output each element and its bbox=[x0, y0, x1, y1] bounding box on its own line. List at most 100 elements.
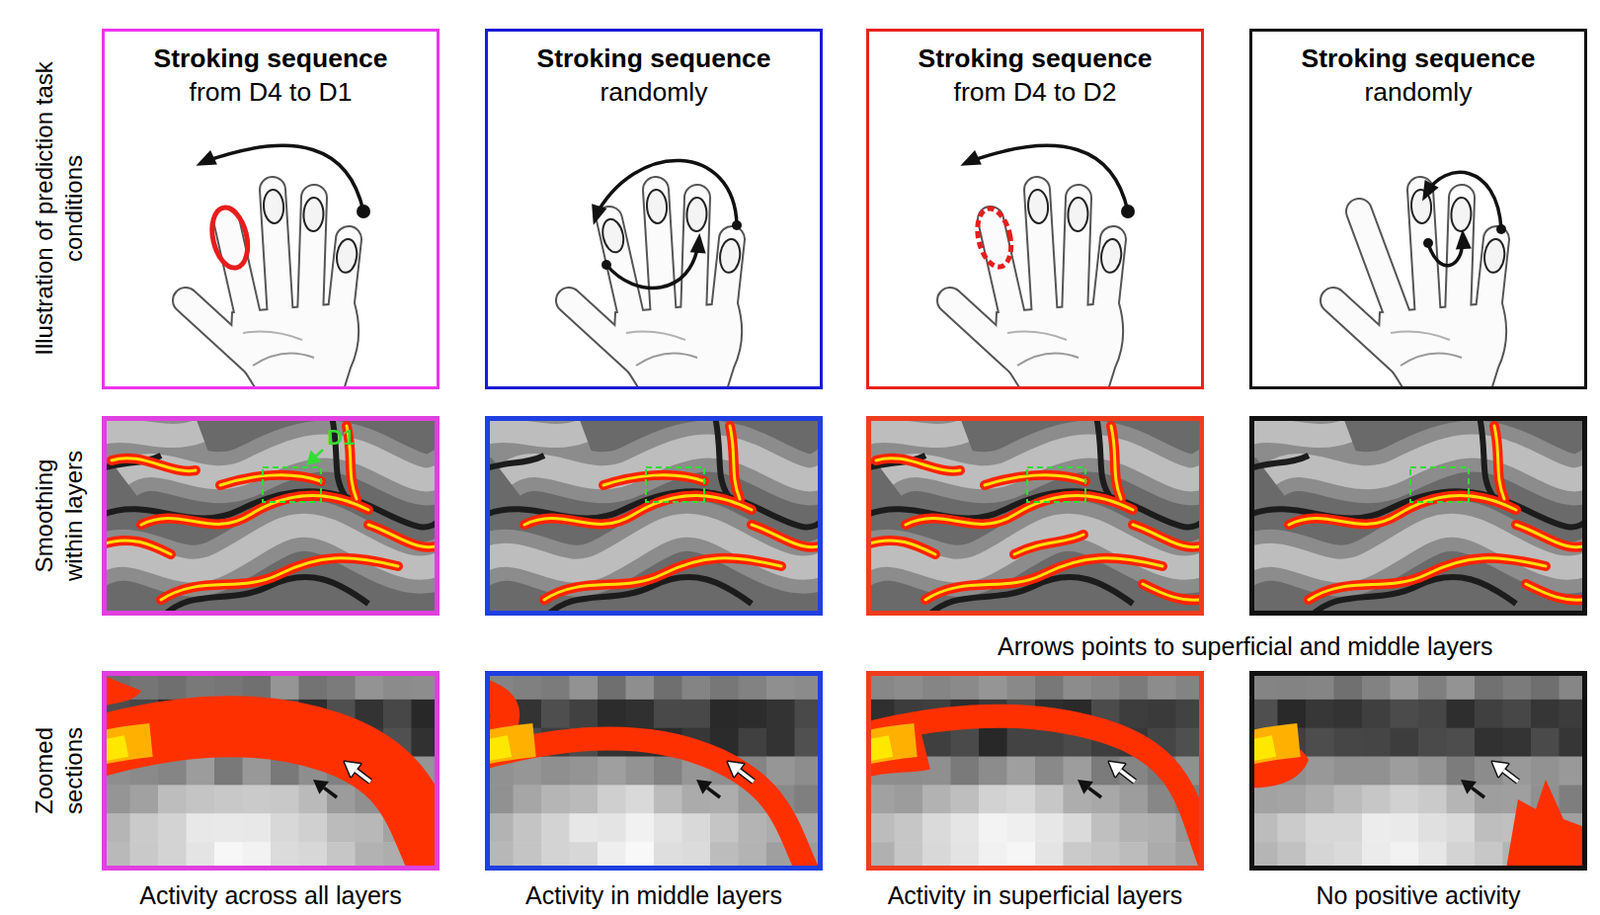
fingertip-stimulator bbox=[599, 217, 627, 255]
pointer-arrowhead bbox=[344, 761, 361, 777]
fingertip-stimulator bbox=[334, 238, 359, 274]
panel-caption: No positive activity bbox=[1229, 879, 1600, 912]
hand-illustration bbox=[568, 188, 742, 387]
panel-frame bbox=[487, 673, 821, 869]
stroke-path bbox=[967, 145, 1128, 212]
annotation-note: Arrows points to superficial and middle … bbox=[997, 631, 1494, 662]
panel-frame bbox=[869, 418, 1202, 614]
palm-crease bbox=[636, 353, 698, 367]
pointer-arrow bbox=[1120, 770, 1135, 782]
pointer-arrow bbox=[738, 770, 754, 782]
zoom-panel: Activity across all layers bbox=[101, 670, 440, 908]
pointer-arrowhead bbox=[727, 761, 744, 777]
panel-caption: Activity across all layers bbox=[81, 879, 460, 912]
pointer-arrow bbox=[1471, 787, 1485, 798]
palm-crease bbox=[1017, 353, 1079, 367]
zoomed-mri bbox=[1249, 670, 1588, 871]
fingertip-stimulator bbox=[1067, 197, 1089, 233]
row-label: Smoothing within layers bbox=[29, 431, 89, 600]
stroke-path bbox=[606, 242, 699, 288]
stroke-arrowhead bbox=[960, 150, 982, 166]
palm bbox=[1378, 303, 1506, 387]
stroke-sequence bbox=[195, 145, 371, 219]
fingertip-stimulator bbox=[1099, 238, 1123, 274]
zoom-figure bbox=[101, 670, 440, 871]
box-heading: Stroking sequence bbox=[1252, 41, 1585, 76]
stroke-path bbox=[594, 160, 737, 226]
panel-frame bbox=[487, 418, 821, 614]
condition-box: Stroking sequencerandomly bbox=[1249, 28, 1588, 390]
mri-panel bbox=[856, 410, 1222, 619]
box-heading: Stroking sequence bbox=[104, 41, 437, 76]
fingertip-stimulator bbox=[1450, 197, 1472, 233]
stroke-path bbox=[203, 145, 364, 212]
pointer-arrow bbox=[707, 787, 720, 798]
pointer-arrowhead bbox=[1077, 779, 1094, 795]
row-label: Illustration of prediction task conditio… bbox=[29, 60, 89, 357]
stroke-arrowhead bbox=[1422, 179, 1440, 201]
fingertip-stimulator bbox=[262, 188, 285, 224]
arrow-outline bbox=[355, 770, 371, 782]
condition-box: Stroking sequencefrom D4 to D1 bbox=[101, 28, 440, 390]
hand-illustration bbox=[950, 188, 1123, 387]
stroke-arrowhead bbox=[1455, 229, 1472, 249]
condition-box: Stroking sequencerandomly bbox=[484, 28, 823, 390]
hand-outline bbox=[231, 303, 358, 387]
box-heading: Stroking sequence bbox=[487, 41, 820, 76]
box-subheading: from D4 to D1 bbox=[104, 75, 437, 109]
fingertip-stimulator bbox=[645, 188, 668, 224]
zoomed-mri bbox=[866, 670, 1204, 871]
palm-crease bbox=[1400, 353, 1462, 367]
panel-frame bbox=[1252, 418, 1586, 614]
stroke-sequence bbox=[1422, 171, 1507, 265]
stroke-sequence bbox=[960, 145, 1135, 219]
target-ellipse bbox=[206, 204, 253, 272]
panel-frame bbox=[104, 418, 438, 614]
panel-caption: Activity in superficial layers bbox=[846, 879, 1224, 912]
palm-crease bbox=[242, 331, 303, 340]
stroke-sequence bbox=[591, 160, 742, 288]
box-subheading: randomly bbox=[487, 75, 820, 109]
zoom-panel: No positive activity bbox=[1249, 670, 1588, 908]
hand-outline bbox=[995, 303, 1122, 387]
palm-crease bbox=[1007, 331, 1067, 340]
zoom-figure bbox=[1249, 670, 1588, 871]
panel-frame bbox=[869, 673, 1202, 869]
zoom-figure bbox=[484, 670, 823, 871]
palm-crease bbox=[626, 331, 686, 340]
zoom-panel: Activity in middle layers bbox=[484, 670, 823, 908]
pointer-arrow bbox=[316, 449, 323, 456]
condition-box: Stroking sequencefrom D4 to D2 bbox=[866, 28, 1204, 390]
pointer-arrowhead bbox=[313, 779, 329, 795]
pointer-arrowhead bbox=[1109, 761, 1125, 777]
pointer-arrowhead bbox=[306, 450, 322, 466]
zoom-panel: Activity in superficial layers bbox=[866, 670, 1204, 908]
digit-label: D1 bbox=[326, 423, 355, 452]
stroke-path bbox=[1426, 171, 1502, 230]
pointer-arrow bbox=[323, 787, 337, 798]
pointer-arrow bbox=[1503, 770, 1519, 782]
arrow-outline bbox=[1503, 770, 1519, 782]
panel-caption: Activity in middle layers bbox=[465, 879, 843, 912]
omitted-target-ellipse bbox=[972, 205, 1017, 271]
stroke-arrowhead bbox=[195, 150, 218, 166]
fingertip-stimulator bbox=[303, 197, 324, 233]
arrow-outline bbox=[1120, 770, 1135, 782]
pointer-arrow bbox=[355, 770, 371, 782]
mri-panel bbox=[1239, 410, 1600, 619]
arrow-outline bbox=[738, 770, 754, 782]
stroke-arrowhead bbox=[591, 203, 607, 225]
hand-illustration bbox=[185, 188, 359, 387]
mri-panel bbox=[91, 410, 458, 619]
zoom-region bbox=[1410, 467, 1469, 502]
fingertip-stimulator bbox=[1482, 238, 1507, 274]
pointer-arrowhead bbox=[1492, 761, 1509, 777]
palm-crease bbox=[1390, 331, 1450, 340]
zoom-figure bbox=[866, 670, 1204, 871]
panel-frame bbox=[104, 673, 438, 869]
palm-crease bbox=[252, 353, 315, 367]
pointer-arrow bbox=[1088, 787, 1102, 798]
stroke-path bbox=[1428, 237, 1463, 266]
row-label: Zoomed sections bbox=[29, 706, 89, 835]
